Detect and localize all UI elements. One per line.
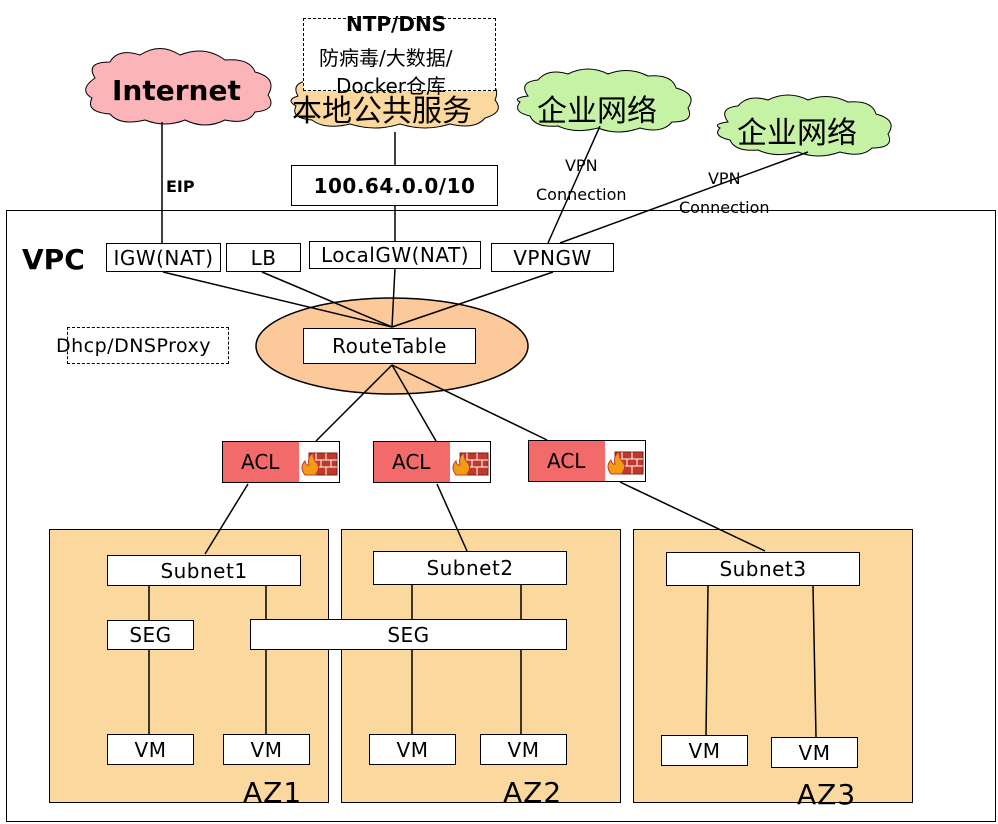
subnet2-box: Subnet2 — [373, 551, 567, 585]
acl-1: ACL — [222, 441, 340, 483]
vm-az2-1: VM — [369, 734, 456, 765]
acl-2-label: ACL — [392, 450, 431, 474]
vpn-connection-label-1: VPN Connection — [536, 156, 627, 204]
enterprise-cloud-2 — [716, 94, 892, 157]
lb-box: LB — [226, 243, 301, 272]
route-table-box: RouteTable — [303, 328, 476, 364]
public-service-label: 本地公共服务 — [292, 94, 472, 129]
vm-az1-2: VM — [223, 734, 310, 765]
services-line-3: Docker仓库 — [336, 74, 447, 98]
vm-az3-2: VM — [771, 737, 858, 768]
az3-label: AZ3 — [797, 778, 857, 811]
subnet3-box: Subnet3 — [666, 552, 860, 586]
acl-2: ACL — [373, 441, 491, 483]
vm-az2-2: VM — [480, 734, 567, 765]
enterprise-network-label-2: 企业网络 — [737, 116, 857, 151]
internet-cloud — [85, 48, 272, 126]
eip-label: EIP — [166, 177, 195, 196]
enterprise-network-label-1: 企业网络 — [537, 94, 657, 129]
az1-label: AZ1 — [243, 776, 303, 809]
firewall-icon — [605, 441, 645, 481]
vm-az1-1: VM — [107, 734, 194, 765]
firewall-icon — [299, 442, 339, 482]
vpn-connection-label-2: VPN Connection — [679, 169, 770, 217]
firewall-icon — [450, 442, 490, 482]
services-line-1: NTP/DNS — [346, 12, 447, 36]
acl-1-label: ACL — [241, 450, 280, 474]
dhcp-dns-proxy-box: Dhcp/DNSProxy — [56, 327, 229, 364]
cidr-box: 100.64.0.0/10 — [291, 165, 498, 206]
vpngw-box: VPNGW — [491, 243, 614, 272]
subnet1-box: Subnet1 — [107, 555, 301, 586]
shared-services-box — [303, 18, 496, 91]
vpc-label: VPC — [22, 243, 85, 276]
seg-box-shared: SEG — [250, 619, 567, 650]
acl-3-label: ACL — [547, 449, 586, 473]
igw-nat-box: IGW(NAT) — [106, 243, 221, 272]
local-gw-nat-box: LocalGW(NAT) — [309, 241, 481, 269]
enterprise-cloud-1 — [516, 68, 692, 133]
az2-label: AZ2 — [503, 776, 563, 809]
vm-az3-1: VM — [661, 735, 748, 766]
seg-box-az1: SEG — [107, 620, 194, 650]
internet-label: Internet — [112, 74, 241, 107]
services-line-2: 防病毒/大数据/ — [319, 46, 453, 70]
acl-3: ACL — [528, 440, 646, 482]
